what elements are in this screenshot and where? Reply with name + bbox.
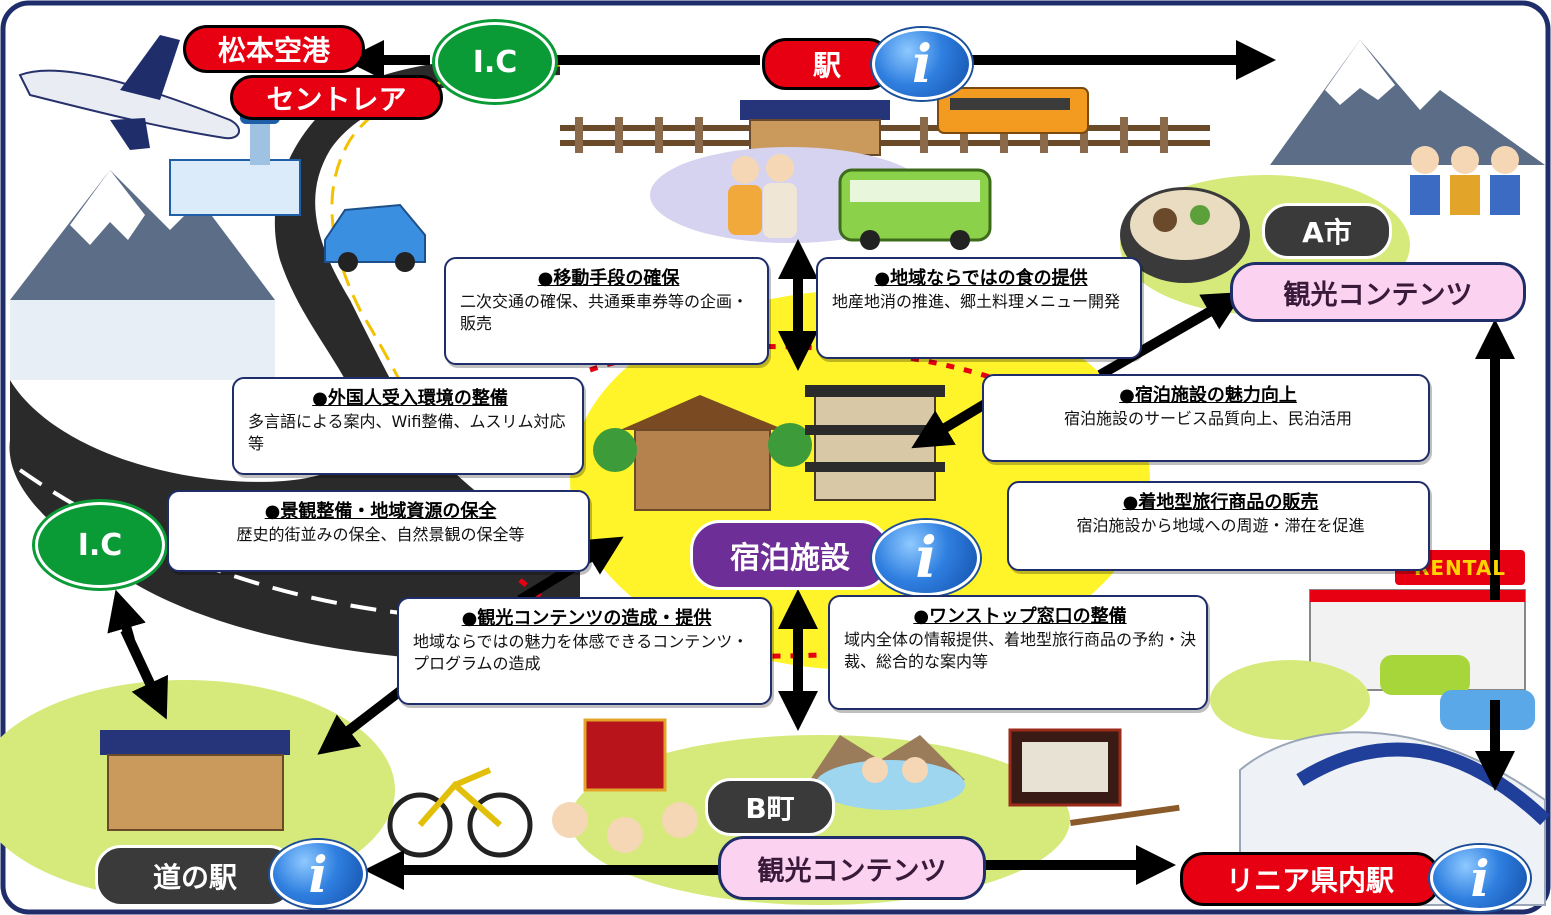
box-title: ●地域ならではの食の提供 [874, 268, 1088, 289]
matsumoto-airport-label: 松本空港 [183, 25, 365, 73]
centrair-label: セントレア [230, 75, 443, 120]
box-tourism-creation: ●観光コンテンツの造成・提供 地域ならではの魅力を体感できるコンテンツ・プログラ… [397, 597, 772, 705]
rental-cars-icon [1380, 655, 1535, 730]
bicycle-icon [387, 767, 533, 858]
a-city-label: A市 [1262, 203, 1392, 259]
info-icon-michinoeki: i [270, 840, 366, 908]
station-building-icon [740, 100, 890, 156]
lodging-label: 宿泊施設 [690, 520, 890, 590]
tourism-content-b-label: 観光コンテンツ [718, 836, 986, 900]
ic-top-label: I.C [435, 22, 555, 102]
box-foreign: ●外国人受入環境の整備 多言語による案内、Wifi整備、ムスリム対応等 [232, 377, 584, 475]
soba-icon [1008, 728, 1180, 826]
box-title: ●移動手段の確保 [537, 268, 680, 289]
box-transport: ●移動手段の確保 二次交通の確保、共通乗車券等の企画・販売 [444, 257, 769, 365]
box-travel-products: ●着地型旅行商品の販売 宿泊施設から地域への周遊・滞在を促進 [1007, 481, 1430, 571]
box-body: 宿泊施設から地域への周遊・滞在を促進 [1076, 516, 1365, 535]
box-one-stop: ●ワンストップ窓口の整備 域内全体の情報提供、着地型旅行商品の予約・決裁、総合的… [828, 595, 1208, 710]
log-house-icon [593, 395, 812, 511]
railway-track-icon [560, 117, 1210, 153]
ryokan-icon [805, 385, 945, 501]
box-title: ●景観整備・地域資源の保全 [264, 501, 497, 522]
nabe-hotpot-icon [1120, 187, 1250, 283]
box-title: ●観光コンテンツの造成・提供 [461, 608, 712, 629]
flow-arrows [107, 40, 1515, 890]
box-body: 多言語による案内、Wifi整備、ムスリム対応等 [248, 412, 566, 453]
bus-icon [838, 168, 992, 250]
info-icon-station: i [872, 28, 972, 100]
box-food: ●地域ならではの食の提供 地産地消の推進、郷土料理メニュー開発 [816, 257, 1142, 359]
airport-terminal-icon [169, 110, 301, 216]
tourism-content-a-label: 観光コンテンツ [1230, 262, 1526, 322]
box-title: ●着地型旅行商品の販売 [1122, 492, 1319, 513]
box-body: 地産地消の推進、郷土料理メニュー開発 [832, 292, 1121, 311]
roadside-station-icon [100, 730, 290, 831]
box-body: 二次交通の確保、共通乗車券等の企画・販売 [460, 292, 749, 333]
box-body: 宿泊施設のサービス品質向上、民泊活用 [1063, 409, 1352, 428]
linear-station-label: リニア県内駅 [1180, 852, 1440, 906]
train-icon [937, 87, 1089, 134]
mikoshi-festival-icon [552, 718, 698, 853]
box-title: ●ワンストップ窓口の整備 [913, 606, 1127, 627]
box-title: ●外国人受入環境の整備 [312, 388, 508, 409]
b-town-label: B町 [705, 778, 835, 836]
tourists-icon [728, 154, 797, 238]
farmers-icon [1410, 146, 1520, 215]
airplane-icon [18, 35, 240, 150]
michinoeki-label: 道の駅 [95, 845, 295, 907]
box-lodging-appeal: ●宿泊施設の魅力向上 宿泊施設のサービス品質向上、民泊活用 [982, 374, 1430, 462]
box-landscape: ●景観整備・地域資源の保全 歴史的街並みの保全、自然景観の保全等 [167, 490, 590, 572]
ic-left-label: I.C [35, 502, 165, 588]
info-icon-lodging: i [872, 520, 980, 596]
box-body: 域内全体の情報提供、着地型旅行商品の予約・決裁、総合的な案内等 [844, 630, 1197, 671]
box-body: 歴史的街並みの保全、自然景観の保全等 [236, 525, 525, 544]
info-icon-linear: i [1430, 845, 1530, 911]
box-title: ●宿泊施設の魅力向上 [1119, 385, 1297, 406]
box-body: 地域ならではの魅力を体感できるコンテンツ・プログラムの造成 [413, 632, 749, 673]
car-icon [324, 203, 426, 272]
station-label: 駅 [762, 38, 892, 90]
hot-spring-icon [810, 735, 965, 810]
mountain-icon [10, 40, 1545, 380]
